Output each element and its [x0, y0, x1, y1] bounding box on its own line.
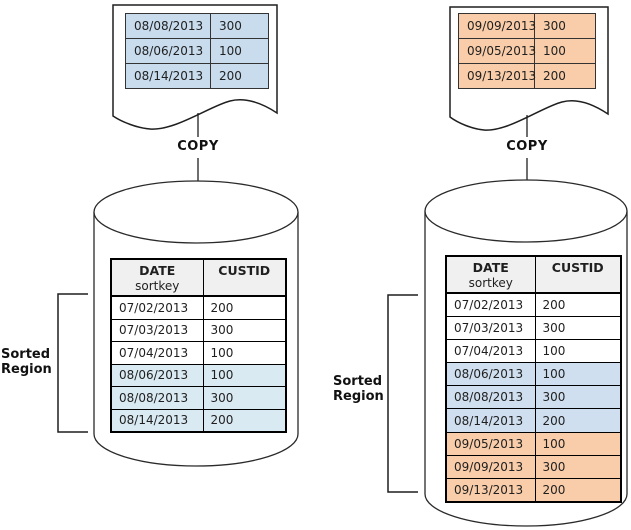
left-cylinder-top: [93, 180, 299, 244]
date-header-label: DATE: [139, 263, 176, 278]
custid-cell: 300: [534, 385, 622, 410]
table-row: 08/06/2013 100: [125, 38, 269, 64]
date-cell: 09/09/2013: [458, 13, 536, 39]
left-sorted-region-label: Sorted Region: [1, 347, 52, 377]
custid-cell: 200: [534, 477, 622, 503]
left-source-file-table: 08/08/2013 300 08/06/2013 100 08/14/2013…: [125, 13, 269, 89]
date-cell: 07/04/2013: [445, 339, 536, 364]
custid-cell: 100: [202, 363, 287, 387]
custid-cell: 100: [202, 341, 287, 365]
left-copy-label: COPY: [177, 139, 219, 154]
table-row: 07/02/2013 200: [445, 292, 622, 318]
date-sortkey-header: DATE sortkey: [110, 258, 204, 297]
sortkey-label: sortkey: [468, 276, 513, 290]
date-cell: 08/06/2013: [125, 38, 211, 64]
table-row: 07/04/2013 100: [445, 339, 622, 364]
custid-cell: 100: [210, 38, 269, 64]
right-db-table-header: DATE sortkey CUSTID: [445, 255, 622, 294]
custid-header: CUSTID: [534, 255, 622, 294]
left-sorted-region-bracket: [57, 293, 88, 433]
date-cell: 09/09/2013: [445, 454, 536, 479]
custid-cell: 200: [202, 295, 287, 320]
sorted-region-line2: Region: [1, 362, 52, 377]
custid-cell: 200: [202, 408, 287, 433]
table-row-sorted-orange: 09/09/2013 300: [445, 454, 622, 479]
custid-cell: 100: [534, 431, 622, 456]
date-sortkey-header: DATE sortkey: [445, 255, 536, 294]
right-source-file-table: 09/09/2013 300 09/05/2013 100 09/13/2013…: [458, 13, 596, 89]
right-db-table-rows: 07/02/2013 200 07/03/2013 300 07/04/2013…: [445, 292, 622, 503]
table-row-sorted-orange: 09/05/2013 100: [445, 431, 622, 456]
custid-cell: 300: [534, 316, 622, 341]
date-cell: 09/05/2013: [458, 38, 536, 64]
custid-cell: 300: [202, 318, 287, 342]
table-row: 07/04/2013 100: [110, 341, 287, 365]
custid-cell: 100: [534, 339, 622, 364]
right-sorted-region-bracket: [387, 294, 418, 493]
date-cell: 08/06/2013: [110, 363, 204, 387]
custid-cell: 300: [210, 13, 269, 39]
sorted-region-line2: Region: [333, 389, 384, 404]
date-cell: 09/13/2013: [458, 63, 536, 89]
left-db-table-header: DATE sortkey CUSTID: [110, 258, 287, 297]
date-cell: 09/05/2013: [445, 431, 536, 456]
date-cell: 09/13/2013: [445, 477, 536, 503]
date-cell: 07/03/2013: [110, 318, 204, 342]
table-row: 08/14/2013 200: [125, 63, 269, 89]
custid-cell: 100: [534, 38, 596, 64]
sorted-region-line1: Sorted: [333, 374, 383, 389]
right-source-file-rows: 09/09/2013 300 09/05/2013 100 09/13/2013…: [458, 13, 596, 89]
date-cell: 08/14/2013: [110, 408, 204, 433]
sorted-region-line1: Sorted: [1, 347, 51, 362]
table-row: 07/03/2013 300: [110, 318, 287, 342]
table-row: 07/03/2013 300: [445, 316, 622, 341]
table-row: 09/09/2013 300: [458, 13, 596, 39]
custid-cell: 300: [202, 386, 287, 410]
date-cell: 07/02/2013: [110, 295, 204, 320]
table-row-sorted-blue: 08/08/2013 300: [445, 385, 622, 410]
table-row-sorted-orange: 09/13/2013 200: [445, 477, 622, 503]
left-db-table: DATE sortkey CUSTID 07/02/2013 200 07/03…: [110, 258, 287, 433]
table-row: 08/08/2013 300: [125, 13, 269, 39]
right-sorted-region-label: Sorted Region: [333, 374, 384, 404]
left-source-file-rows: 08/08/2013 300 08/06/2013 100 08/14/2013…: [125, 13, 269, 89]
table-row: 07/02/2013 200: [110, 295, 287, 320]
table-row: 09/05/2013 100: [458, 38, 596, 64]
table-row-sorted-blue: 08/14/2013 200: [110, 408, 287, 433]
table-row-sorted-blue: 08/08/2013 300: [110, 386, 287, 410]
date-cell: 07/04/2013: [110, 341, 204, 365]
custid-cell: 200: [210, 63, 269, 89]
date-cell: 08/06/2013: [445, 362, 536, 387]
custid-cell: 300: [534, 454, 622, 479]
custid-cell: 200: [534, 408, 622, 433]
date-cell: 08/08/2013: [110, 386, 204, 410]
left-db-table-rows: 07/02/2013 200 07/03/2013 300 07/04/2013…: [110, 295, 287, 433]
custid-header: CUSTID: [202, 258, 287, 297]
right-copy-label: COPY: [506, 139, 548, 154]
table-row-sorted-blue: 08/14/2013 200: [445, 408, 622, 433]
right-db-table: DATE sortkey CUSTID 07/02/2013 200 07/03…: [445, 255, 622, 503]
date-cell: 07/02/2013: [445, 292, 536, 318]
date-cell: 08/08/2013: [125, 13, 211, 39]
table-row-sorted-blue: 08/06/2013 100: [445, 362, 622, 387]
date-cell: 08/14/2013: [445, 408, 536, 433]
right-cylinder-top: [424, 179, 628, 243]
table-row-sorted-blue: 08/06/2013 100: [110, 363, 287, 387]
date-cell: 08/14/2013: [125, 63, 211, 89]
table-row: 09/13/2013 200: [458, 63, 596, 89]
custid-cell: 200: [534, 63, 596, 89]
custid-cell: 200: [534, 292, 622, 318]
date-header-label: DATE: [472, 260, 509, 275]
custid-cell: 100: [534, 362, 622, 387]
custid-cell: 300: [534, 13, 596, 39]
date-cell: 07/03/2013: [445, 316, 536, 341]
sortkey-label: sortkey: [135, 279, 180, 293]
date-cell: 08/08/2013: [445, 385, 536, 410]
